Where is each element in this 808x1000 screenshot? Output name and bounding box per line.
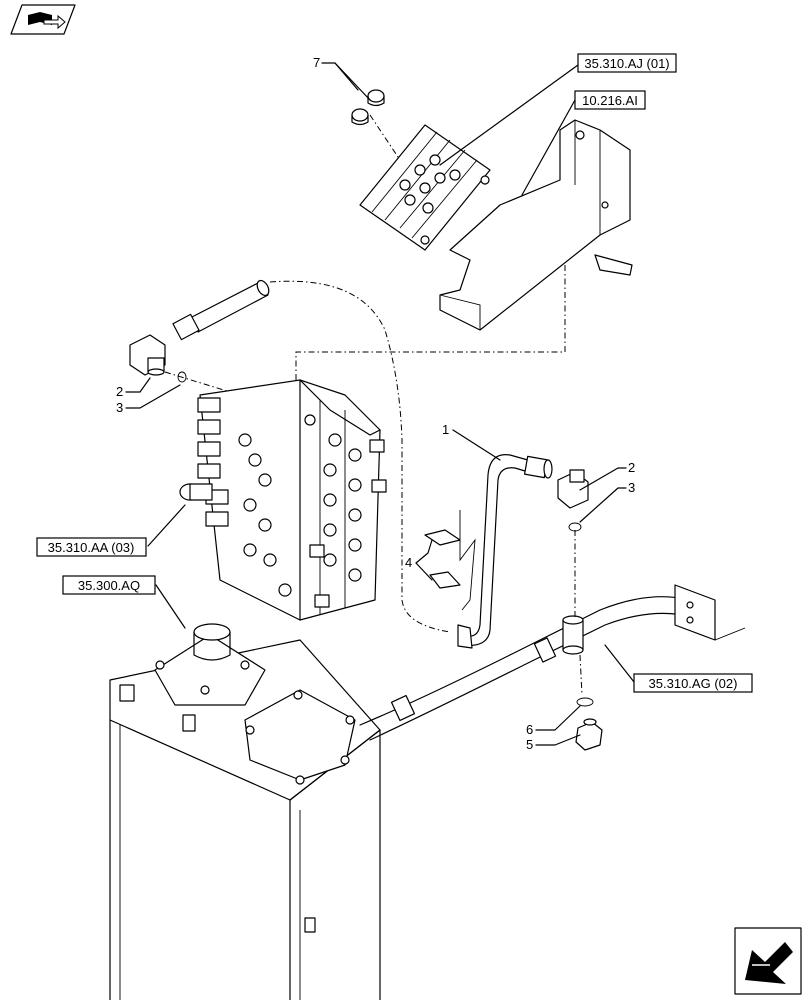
ref-box-35-310-ag[interactable]: 35.310.AG (02): [633, 673, 753, 693]
ref-box-35-300-aq[interactable]: 35.300.AQ: [62, 575, 156, 595]
leader-lines: [125, 62, 635, 746]
tube-fitting: [172, 279, 270, 341]
callout-3-left: 3: [116, 400, 123, 415]
svg-text:35.300.AQ: 35.300.AQ: [78, 578, 140, 593]
plug-fitting: [575, 697, 603, 751]
hose-clamps: [424, 510, 476, 611]
right-elbow-fitting: [557, 469, 589, 532]
callout-5: 5: [526, 737, 533, 752]
callout-2-left: 2: [116, 384, 123, 399]
callout-1: 1: [442, 422, 449, 437]
svg-text:35.310.AJ (01): 35.310.AJ (01): [584, 56, 669, 71]
center-lines: [164, 114, 583, 696]
ref-box-35-310-aj[interactable]: 35.310.AJ (01): [577, 53, 677, 73]
svg-text:35.310.AA (03): 35.310.AA (03): [48, 540, 135, 555]
book-arrow-icon[interactable]: [10, 4, 76, 35]
left-elbow-fitting: [129, 334, 187, 383]
svg-text:35.310.AG (02): 35.310.AG (02): [649, 676, 738, 691]
next-page-arrow-icon[interactable]: [734, 927, 802, 995]
ref-box-35-310-aa[interactable]: 35.310.AA (03): [36, 537, 147, 557]
svg-text:10.216.AI: 10.216.AI: [582, 93, 638, 108]
pedal-valve-block: [351, 89, 491, 251]
return-line: [359, 584, 746, 741]
callout-2-right: 2: [628, 460, 635, 475]
callout-4: 4: [405, 555, 412, 570]
callout-6: 6: [526, 722, 533, 737]
control-valve: [179, 379, 387, 621]
hose-assembly: [457, 454, 553, 649]
callout-7: 7: [313, 55, 320, 70]
ref-box-10-216-ai[interactable]: 10.216.AI: [574, 90, 646, 110]
hydraulic-tank: [109, 623, 381, 1000]
pedal-bracket: [439, 119, 633, 331]
callout-3-right: 3: [628, 480, 635, 495]
